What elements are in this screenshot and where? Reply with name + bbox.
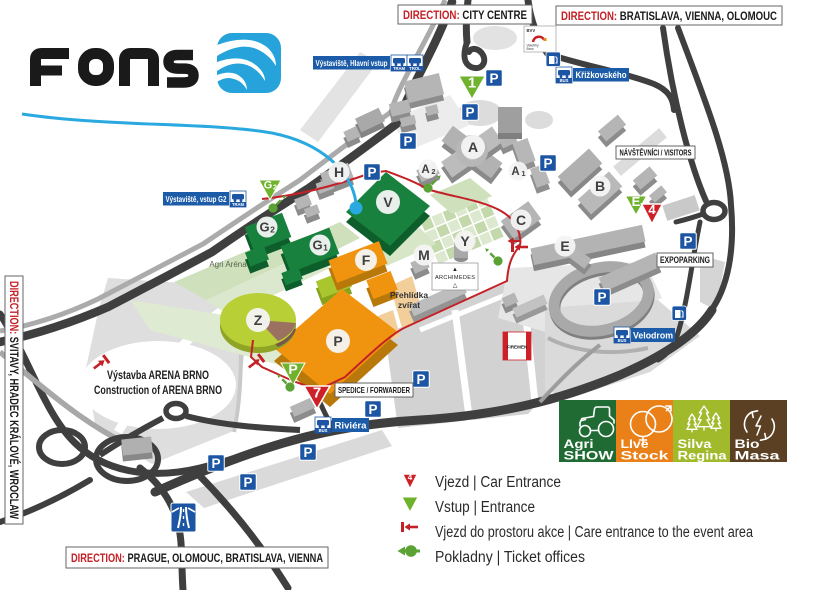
svg-text:FIREMEN: FIREMEN bbox=[507, 345, 528, 350]
svg-text:EXPOPARKING: EXPOPARKING bbox=[660, 255, 710, 265]
svg-text:Masa: Masa bbox=[735, 449, 780, 463]
svg-text:BUS: BUS bbox=[319, 428, 328, 433]
svg-text:2: 2 bbox=[270, 224, 275, 234]
svg-text:P: P bbox=[597, 290, 606, 305]
svg-text:M: M bbox=[418, 247, 430, 263]
svg-text:B: B bbox=[595, 178, 605, 194]
svg-text:Pokladny | Ticket offices: Pokladny | Ticket offices bbox=[435, 549, 585, 566]
svg-text:Brno: Brno bbox=[527, 47, 534, 51]
svg-text:DIRECTION: PRAGUE, OLOMOUC, BR: DIRECTION: PRAGUE, OLOMOUC, BRATISLAVA, … bbox=[71, 551, 323, 565]
svg-text:G: G bbox=[259, 220, 269, 235]
svg-text:A: A bbox=[421, 164, 429, 176]
svg-text:Regina: Regina bbox=[678, 449, 727, 463]
svg-text:Construction of ARENA BRNO: Construction of ARENA BRNO bbox=[94, 385, 222, 397]
svg-text:Křižkovského: Křižkovského bbox=[576, 70, 627, 81]
svg-text:1: 1 bbox=[323, 242, 328, 252]
svg-text:SPEDICE / FORWARDER: SPEDICE / FORWARDER bbox=[338, 386, 410, 395]
svg-text:Výstavba ARENA BRNO: Výstavba ARENA BRNO bbox=[107, 370, 209, 382]
svg-text:SHOW: SHOW bbox=[564, 449, 615, 463]
svg-text:P: P bbox=[333, 333, 342, 349]
svg-text:P: P bbox=[489, 71, 498, 86]
svg-text:P: P bbox=[367, 165, 376, 180]
svg-text:Riviéra: Riviéra bbox=[335, 420, 368, 431]
svg-text:P: P bbox=[303, 445, 312, 460]
svg-text:Stock: Stock bbox=[621, 449, 669, 463]
svg-text:BUS: BUS bbox=[618, 338, 627, 343]
svg-text:H: H bbox=[334, 164, 344, 180]
svg-text:4: 4 bbox=[408, 473, 413, 482]
svg-text:DIRECTION: SVITAVY, HRADEC KRÁ: DIRECTION: SVITAVY, HRADEC KRÁLOVÉ, WROC… bbox=[7, 281, 20, 519]
svg-text:P: P bbox=[465, 105, 474, 120]
svg-text:V: V bbox=[383, 194, 393, 210]
svg-text:Bio: Bio bbox=[735, 437, 760, 451]
svg-text:P: P bbox=[543, 156, 552, 171]
svg-text:Y: Y bbox=[460, 233, 470, 249]
svg-text:Vjezd | Car Entrance: Vjezd | Car Entrance bbox=[435, 474, 561, 491]
svg-text:TRAM: TRAM bbox=[232, 202, 245, 207]
svg-text:Přehlídka: Přehlídka bbox=[390, 290, 429, 300]
svg-text:P: P bbox=[243, 475, 252, 490]
svg-text:NÁVŠTĚVNÍCI / VISITORS: NÁVŠTĚVNÍCI / VISITORS bbox=[620, 146, 692, 157]
svg-text:P: P bbox=[368, 402, 377, 417]
svg-text:Vstup | Entrance: Vstup | Entrance bbox=[435, 499, 535, 516]
svg-text:△: △ bbox=[453, 283, 458, 289]
svg-text:F: F bbox=[362, 252, 371, 268]
svg-text:A: A bbox=[511, 166, 519, 178]
svg-text:Velodrom: Velodrom bbox=[633, 330, 673, 341]
svg-text:Z: Z bbox=[254, 312, 263, 328]
svg-text:A: A bbox=[468, 139, 478, 155]
svg-text:Agri: Agri bbox=[564, 437, 594, 451]
svg-text:C: C bbox=[516, 212, 526, 228]
svg-text:BVV: BVV bbox=[527, 28, 536, 33]
svg-text:TROL: TROL bbox=[409, 66, 421, 71]
svg-text:zvířat: zvířat bbox=[398, 300, 420, 310]
svg-text:Výstaviště, vstup G2: Výstaviště, vstup G2 bbox=[166, 194, 227, 204]
svg-text:Agri Aréna: Agri Aréna bbox=[209, 260, 247, 269]
svg-text:P: P bbox=[288, 361, 297, 377]
svg-text:G: G bbox=[312, 238, 322, 253]
svg-text:P: P bbox=[683, 234, 692, 249]
svg-text:TRAM: TRAM bbox=[393, 66, 406, 71]
svg-text:Vjezd do prostoru akce | Care: Vjezd do prostoru akce | Care entrance t… bbox=[435, 524, 753, 541]
svg-text:4: 4 bbox=[648, 202, 656, 217]
svg-text:1: 1 bbox=[521, 169, 525, 178]
svg-text:G: G bbox=[264, 180, 273, 192]
svg-text:Veletrhy: Veletrhy bbox=[527, 44, 540, 48]
svg-text:P: P bbox=[403, 134, 412, 149]
svg-text:BUS: BUS bbox=[560, 78, 569, 83]
svg-text:1: 1 bbox=[468, 75, 476, 92]
svg-text:P: P bbox=[416, 372, 425, 387]
svg-text:ARCHIMEDES: ARCHIMEDES bbox=[435, 275, 475, 281]
svg-text:7: 7 bbox=[313, 384, 321, 401]
svg-text:E: E bbox=[560, 238, 569, 254]
svg-text:P: P bbox=[211, 456, 220, 471]
svg-text:Výstaviště, Hlavní vstup: Výstaviště, Hlavní vstup bbox=[316, 58, 388, 68]
svg-text:2: 2 bbox=[273, 183, 277, 191]
svg-text:Silva: Silva bbox=[678, 437, 712, 451]
svg-text:▲: ▲ bbox=[452, 267, 458, 273]
svg-text:DIRECTION: CITY CENTRE: DIRECTION: CITY CENTRE bbox=[403, 8, 527, 22]
svg-text:2: 2 bbox=[431, 167, 435, 176]
svg-text:E: E bbox=[632, 194, 641, 209]
svg-text:DIRECTION: BRATISLAVA, VIENNA,: DIRECTION: BRATISLAVA, VIENNA, OLOMOUC bbox=[561, 9, 777, 23]
